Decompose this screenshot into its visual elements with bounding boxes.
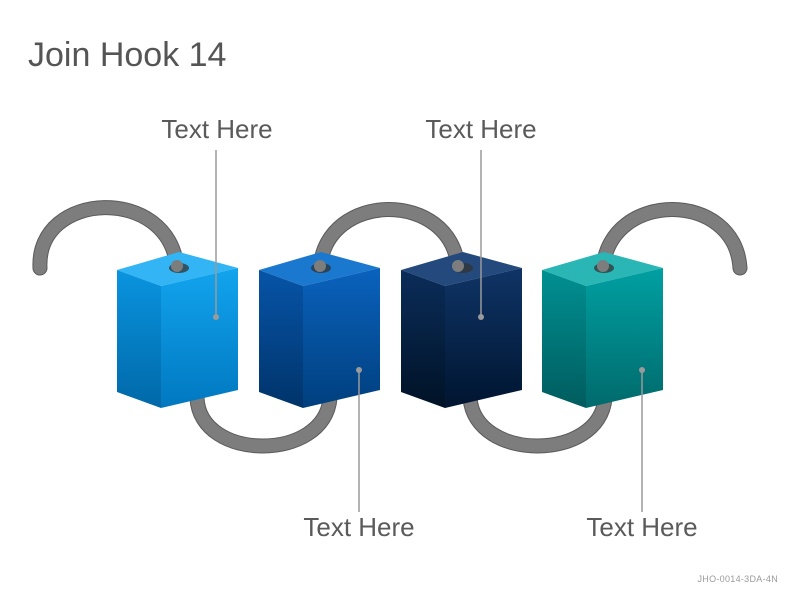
callout-label-4: Text Here bbox=[586, 512, 698, 542]
block-4 bbox=[542, 252, 663, 408]
callout-dot-2 bbox=[356, 367, 362, 373]
callout-dot-1 bbox=[213, 314, 219, 320]
callout-label-1: Text Here bbox=[161, 114, 273, 144]
hook-end-2 bbox=[314, 260, 326, 272]
hook-end-1 bbox=[171, 260, 183, 272]
hook-1 bbox=[33, 201, 184, 275]
block-2 bbox=[259, 252, 380, 408]
block-left-face bbox=[117, 270, 161, 408]
callout-dot-4 bbox=[639, 367, 645, 373]
hook-4 bbox=[190, 391, 337, 453]
hook-end-4 bbox=[597, 260, 609, 272]
block-front-face bbox=[586, 268, 663, 408]
hook-3 bbox=[596, 203, 747, 275]
block-front-face bbox=[161, 268, 238, 408]
block-left-face bbox=[542, 270, 586, 408]
slide-title: Join Hook 14 bbox=[28, 36, 227, 74]
footer-code: JHO-0014-3DA-4N bbox=[697, 574, 778, 584]
block-1 bbox=[117, 252, 238, 408]
callout-label-3: Text Here bbox=[425, 114, 537, 144]
hook-5 bbox=[463, 391, 612, 453]
block-left-face bbox=[401, 270, 445, 408]
block-front-face bbox=[303, 268, 380, 408]
block-3 bbox=[401, 252, 522, 408]
block-left-face bbox=[259, 270, 303, 408]
callout-dot-3 bbox=[478, 314, 484, 320]
hook-end-3 bbox=[452, 260, 464, 272]
hook-2 bbox=[313, 203, 465, 275]
block-front-face bbox=[445, 268, 522, 408]
callout-label-2: Text Here bbox=[303, 512, 415, 542]
